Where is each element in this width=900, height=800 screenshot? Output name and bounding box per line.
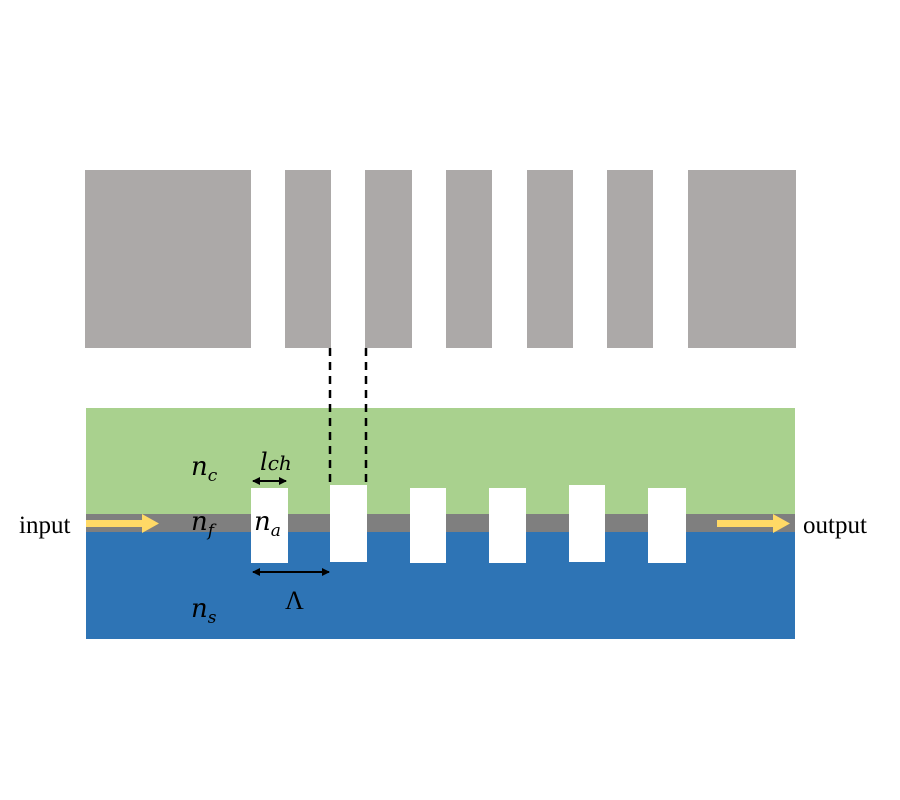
mask-block-bar-2 [365, 170, 412, 348]
cladding-index-label: nc [191, 452, 218, 486]
grating-grooves [251, 485, 686, 563]
mask-block-bar-4 [527, 170, 573, 348]
mask-pattern [85, 170, 796, 348]
period-label: Λ [285, 586, 304, 615]
film-index-label: nf [191, 507, 217, 541]
mask-block-right-pad [688, 170, 796, 348]
mask-block-bar-3 [446, 170, 492, 348]
output-label: output [803, 512, 867, 539]
substrate-index-label: ns [191, 594, 217, 628]
groove-index-label: na [254, 507, 281, 541]
input-label: input [19, 512, 70, 539]
groove-2 [330, 485, 367, 562]
mask-block-left-pad [85, 170, 251, 348]
input-arrow-icon [86, 514, 159, 533]
groove-5 [569, 485, 605, 562]
channel-length-label: lch [260, 448, 292, 476]
groove-4 [489, 488, 526, 563]
mask-block-bar-5 [607, 170, 653, 348]
output-arrow-icon [717, 514, 790, 533]
groove-3 [410, 488, 446, 563]
groove-6 [648, 488, 686, 563]
groove-1 [251, 488, 288, 563]
mask-block-bar-1 [285, 170, 331, 348]
